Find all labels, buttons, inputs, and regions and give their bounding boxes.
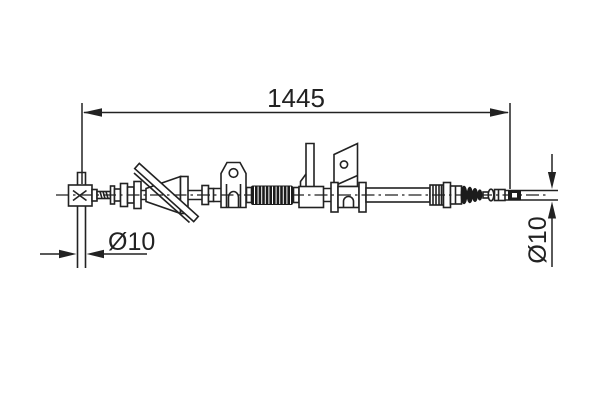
bracket-plate-hole [339,160,349,169]
bracket-post-foot [299,173,307,187]
left-diameter-label: Ø10 [108,228,155,256]
bracket-hub-notch [342,195,355,208]
overall-length-label: 1445 [267,83,325,113]
grommet-bracket [298,142,325,209]
cable-end-nipple [508,190,521,201]
arrowhead-right-in [86,249,104,259]
right-diameter-label: Ø10 [524,216,552,263]
arrowhead-right [490,108,509,117]
boot-lobe-1 [460,185,468,205]
arrowhead-left [83,108,102,117]
arrowhead-left-in [59,249,77,259]
clevis-hole [228,167,239,179]
arrowhead-up [547,201,557,219]
bracket-flange-right [358,181,367,213]
clevis-side-walls [225,184,242,208]
clevis-notch [227,190,240,208]
cable-segment-3 [323,187,331,203]
bracket-flange-left [330,181,339,213]
mounting-bracket [330,142,367,213]
bracket-post [305,142,315,187]
clip-bar [133,162,200,223]
dimension-left-diameter: Ø10 [40,228,155,259]
cable-segment-1 [141,189,146,201]
nipple-slot [512,193,517,198]
dimension-overall-length: 1445 [81,83,511,189]
boot-lobe-4 [477,189,483,201]
clevis-bracket [220,161,247,209]
cable-lines-2 [213,187,221,203]
arrowhead-down [547,172,557,189]
spring-coil-lines [254,186,291,204]
dimension-right-diameter: Ø10 [524,154,557,267]
boot-lobe-2 [466,186,473,204]
grommet-body [298,185,325,209]
protective-spring [251,185,293,205]
sealing-boot [460,185,483,205]
boot-lobe-3 [472,188,478,202]
spring-clip [133,162,200,224]
anchor-tube-lower [76,206,87,268]
clip-bar-second [133,172,191,224]
cable-lines [188,189,202,201]
